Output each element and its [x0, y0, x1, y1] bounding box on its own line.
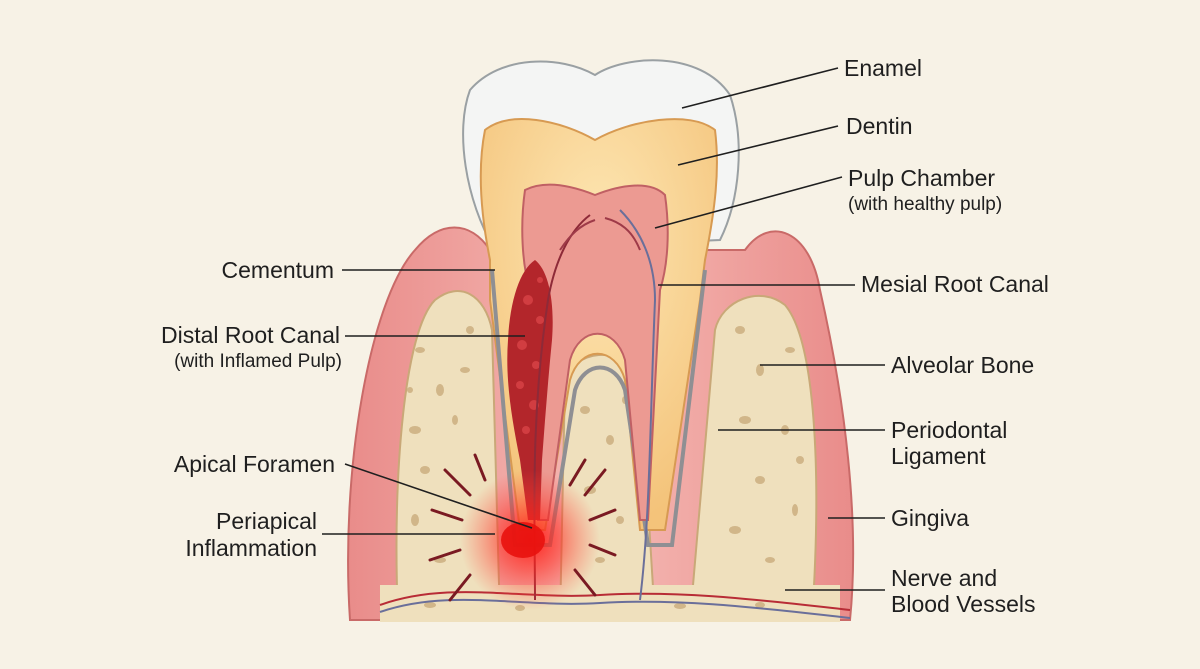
label-periodontal-line2: Ligament: [891, 443, 986, 469]
label-apical-foramen: Apical Foramen: [173, 451, 335, 477]
label-nerve-line2: Blood Vessels: [891, 591, 1036, 617]
inflamed-pulp-shape: [507, 260, 553, 520]
leader-apical-foramen: [344, 463, 533, 529]
label-distal-root-canal: Distal Root Canal: [161, 322, 340, 348]
alveolar-bone-base: [380, 585, 840, 622]
label-periapical-line2: Inflammation: [185, 535, 317, 561]
alveolar-bone-right: [688, 295, 818, 621]
root-outline: [490, 269, 707, 547]
label-periodontal-line1: Periodontal: [891, 417, 1008, 443]
leader-lines: [322, 67, 885, 591]
label-nerve-line1: Nerve and: [891, 565, 998, 591]
label-periapical-line1: Periapical: [216, 508, 317, 534]
periapical-inflammation-core: [501, 522, 545, 558]
leader-pulp-chamber: [654, 176, 843, 229]
inflammation-rays: [428, 453, 617, 602]
label-gingiva: Gingiva: [891, 505, 969, 531]
leader-enamel: [681, 67, 839, 109]
label-enamel: Enamel: [844, 55, 922, 81]
label-pulp-chamber: Pulp Chamber: [848, 165, 996, 191]
label-pulp-chamber-note: (with healthy pulp): [848, 194, 1003, 215]
label-mesial-root-canal: Mesial Root Canal: [861, 271, 1049, 297]
label-alveolar-bone: Alveolar Bone: [891, 352, 1035, 378]
label-cementum: Cementum: [221, 257, 334, 283]
label-distal-root-canal-note: (with Inflamed Pulp): [174, 351, 342, 372]
leader-dentin: [677, 125, 839, 166]
label-dentin: Dentin: [846, 113, 913, 139]
